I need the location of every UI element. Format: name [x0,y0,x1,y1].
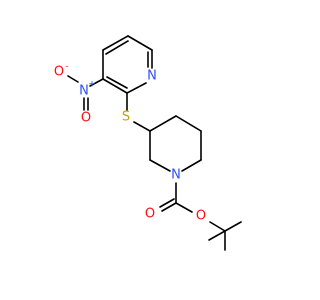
bond [181,159,202,172]
atom-label-pyridine-n: N [147,69,157,84]
atom-label-piperidine-n: N [171,168,181,183]
atom-label-carbonyl-o: O [145,207,155,222]
bond [224,221,242,232]
bond [67,75,79,83]
bond [208,230,226,241]
bond [102,35,129,51]
bond [161,202,177,212]
atom-label-nitro-n: N [79,84,89,99]
bond [175,202,193,213]
bond [102,78,128,94]
bond [89,78,104,87]
bond [127,35,153,51]
charge-label-nitro-o: - [65,62,68,72]
bond [159,198,175,208]
bond [209,221,226,232]
bond [149,159,171,172]
bond [175,115,202,132]
bond [105,40,129,55]
atom-label-ester-o: O [196,209,206,224]
atom-label-nitro-o2: O [81,111,91,126]
boc-group [159,182,242,251]
bond [106,76,128,89]
bond [126,82,147,94]
nitro-group [67,75,104,111]
thioether-link [126,92,151,132]
bond [149,115,177,132]
pyridine-ring [102,35,153,94]
bond [133,121,151,132]
piperidine-ring [149,115,202,172]
atom-label-sulfur: S [122,110,130,125]
charge-label-nitro-n: + [88,80,96,90]
atom-label-nitro-o: O [54,65,64,80]
chemical-structure-diagram: N + O - O N S N O O [54,35,242,251]
